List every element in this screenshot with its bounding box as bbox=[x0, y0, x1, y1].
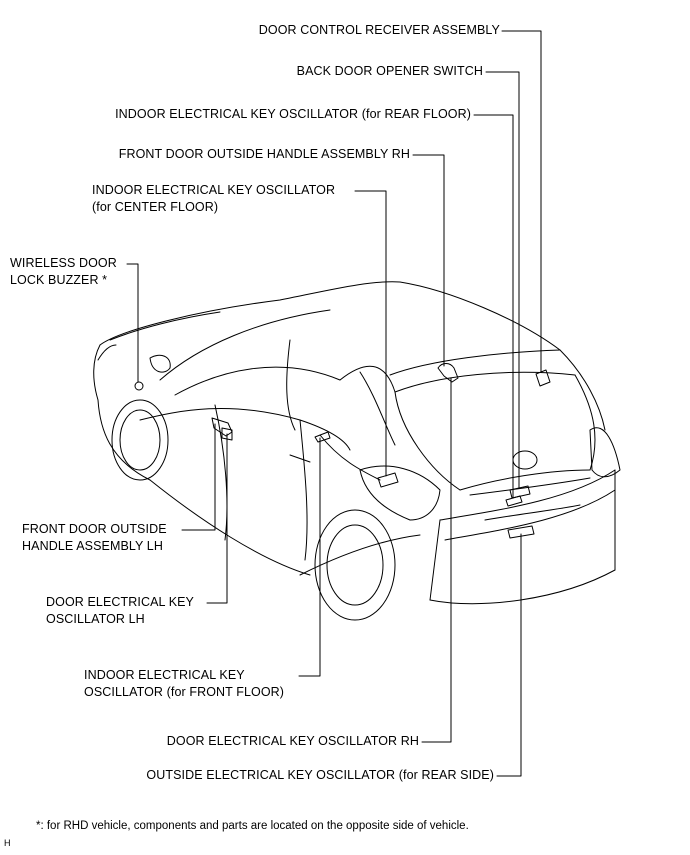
leader-lines bbox=[126, 30, 542, 777]
leader-outside-osc-rear bbox=[496, 533, 522, 777]
label-indoor-osc-rear: INDOOR ELECTRICAL KEY OSCILLATOR (for RE… bbox=[115, 107, 471, 121]
front-door-outside-handle-rh bbox=[437, 363, 459, 383]
indoor-osc-rear-floor bbox=[505, 495, 523, 507]
label-door-osc-lh-1: DOOR ELECTRICAL KEY bbox=[46, 595, 194, 609]
label-buzzer-1: WIRELESS DOOR bbox=[10, 256, 117, 270]
leader-indoor-osc-center bbox=[354, 190, 387, 477]
indoor-osc-front-floor bbox=[314, 431, 331, 443]
door-control-receiver bbox=[535, 369, 551, 387]
door-electrical-key-oscillator-lh bbox=[221, 427, 233, 441]
leader-back-door-opener bbox=[485, 71, 520, 489]
label-back-door-opener: BACK DOOR OPENER SWITCH bbox=[296, 64, 483, 78]
leader-indoor-osc-front bbox=[298, 437, 321, 677]
label-indoor-osc-center-2: (for CENTER FLOOR) bbox=[92, 200, 219, 214]
label-door-osc-rh: DOOR ELECTRICAL KEY OSCILLATOR RH bbox=[166, 734, 419, 748]
label-indoor-osc-front-1: INDOOR ELECTRICAL KEY bbox=[84, 668, 245, 682]
leader-indoor-osc-rear bbox=[473, 114, 514, 499]
outside-osc-rear-side bbox=[507, 525, 535, 539]
components bbox=[134, 363, 551, 539]
leader-door-control-receiver bbox=[501, 30, 542, 373]
label-door-osc-lh-2: OSCILLATOR LH bbox=[46, 612, 145, 626]
label-indoor-osc-front-2: OSCILLATOR (for FRONT FLOOR) bbox=[84, 685, 285, 699]
front-door-outside-handle-lh bbox=[211, 417, 233, 437]
label-front-handle-rh: FRONT DOOR OUTSIDE HANDLE ASSEMBLY RH bbox=[118, 147, 410, 161]
label-door-control-receiver: DOOR CONTROL RECEIVER ASSEMBLY bbox=[258, 23, 500, 37]
label-front-handle-lh-1: FRONT DOOR OUTSIDE bbox=[22, 522, 167, 536]
label-outside-osc-rear: OUTSIDE ELECTRICAL KEY OSCILLATOR (for R… bbox=[146, 768, 494, 782]
footnote: *: for RHD vehicle, components and parts… bbox=[36, 820, 469, 832]
wireless-door-lock-buzzer bbox=[134, 381, 144, 391]
leader-door-osc-rh bbox=[421, 377, 452, 743]
label-indoor-osc-center-1: INDOOR ELECTRICAL KEY OSCILLATOR bbox=[92, 183, 336, 197]
label-buzzer-2: LOCK BUZZER * bbox=[10, 273, 108, 287]
leader-front-handle-lh bbox=[181, 423, 216, 531]
leader-buzzer bbox=[126, 263, 139, 383]
label-front-handle-lh-2: HANDLE ASSEMBLY LH bbox=[22, 539, 163, 553]
back-door-opener-switch bbox=[509, 485, 531, 499]
leader-door-osc-lh bbox=[206, 433, 228, 604]
leader-front-handle-rh bbox=[412, 154, 445, 367]
indoor-osc-center-floor bbox=[377, 472, 399, 488]
vehicle-outline bbox=[93, 281, 621, 621]
corner-mark: H bbox=[4, 838, 11, 848]
